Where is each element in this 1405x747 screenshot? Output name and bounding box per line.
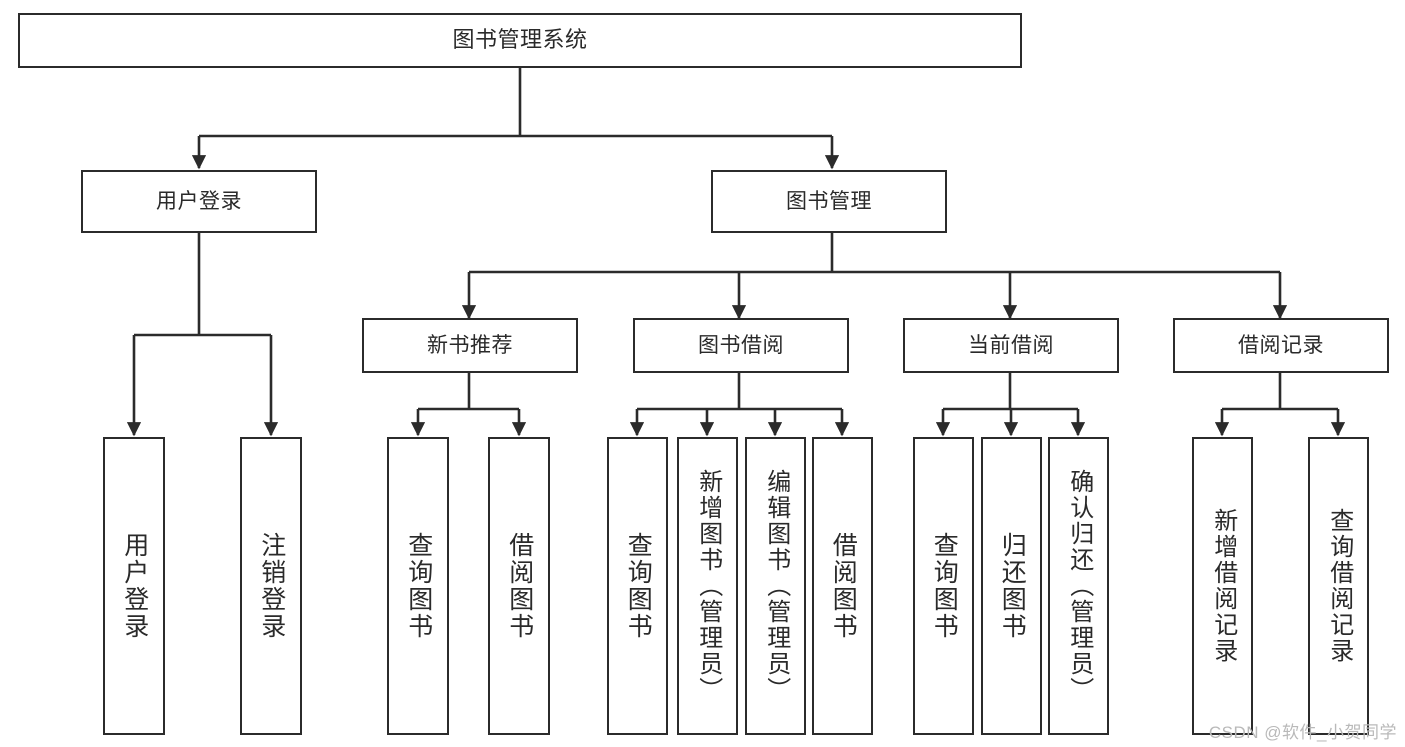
node-leaf-query-book-3-label: 查询图书 (930, 532, 959, 640)
node-book-borrow-label: 图书借阅 (698, 333, 784, 357)
node-leaf-query-book-2[interactable]: 查询图书 (607, 437, 668, 735)
node-leaf-borrow-book-2[interactable]: 借阅图书 (812, 437, 873, 735)
node-current-borrow-label: 当前借阅 (968, 333, 1054, 357)
node-leaf-logout-login[interactable]: 注销登录 (240, 437, 302, 735)
node-leaf-edit-book-label: 编辑图书（管理员） (762, 469, 790, 703)
node-leaf-add-record-label: 新增借阅记录 (1209, 508, 1237, 664)
node-borrow-record-label: 借阅记录 (1238, 333, 1324, 357)
node-new-book-recommend-label: 新书推荐 (427, 333, 513, 357)
node-leaf-query-book-3[interactable]: 查询图书 (913, 437, 974, 735)
watermark: CSDN @软件_小贺同学 (1208, 723, 1397, 742)
node-leaf-query-book-2-label: 查询图书 (624, 532, 653, 640)
node-leaf-query-record-label: 查询借阅记录 (1325, 508, 1353, 664)
node-borrow-record[interactable]: 借阅记录 (1173, 318, 1389, 373)
node-leaf-return-book-label: 归还图书 (998, 532, 1027, 640)
node-book-borrow[interactable]: 图书借阅 (633, 318, 849, 373)
node-root-label: 图书管理系统 (452, 27, 588, 53)
node-leaf-add-book-label: 新增图书（管理员） (694, 469, 722, 703)
node-leaf-query-book-1[interactable]: 查询图书 (387, 437, 449, 735)
node-leaf-add-record[interactable]: 新增借阅记录 (1192, 437, 1253, 735)
node-leaf-borrow-book-1[interactable]: 借阅图书 (488, 437, 550, 735)
node-leaf-query-record[interactable]: 查询借阅记录 (1308, 437, 1369, 735)
node-new-book-recommend[interactable]: 新书推荐 (362, 318, 578, 373)
node-current-borrow[interactable]: 当前借阅 (903, 318, 1119, 373)
node-leaf-add-book[interactable]: 新增图书（管理员） (677, 437, 738, 735)
node-leaf-user-login-label: 用户登录 (120, 532, 149, 640)
node-user-login-label: 用户登录 (156, 189, 242, 213)
node-book-manage[interactable]: 图书管理 (711, 170, 947, 233)
node-leaf-query-book-1-label: 查询图书 (404, 532, 433, 640)
node-leaf-return-book[interactable]: 归还图书 (981, 437, 1042, 735)
node-user-login[interactable]: 用户登录 (81, 170, 317, 233)
node-leaf-confirm-return[interactable]: 确认归还（管理员） (1048, 437, 1109, 735)
node-leaf-confirm-return-label: 确认归还（管理员） (1065, 469, 1093, 703)
node-leaf-edit-book[interactable]: 编辑图书（管理员） (745, 437, 806, 735)
node-book-manage-label: 图书管理 (786, 189, 872, 213)
node-leaf-borrow-book-1-label: 借阅图书 (505, 532, 534, 640)
node-root[interactable]: 图书管理系统 (18, 13, 1022, 68)
node-leaf-logout-login-label: 注销登录 (257, 532, 286, 640)
node-leaf-user-login[interactable]: 用户登录 (103, 437, 165, 735)
node-leaf-borrow-book-2-label: 借阅图书 (829, 532, 858, 640)
